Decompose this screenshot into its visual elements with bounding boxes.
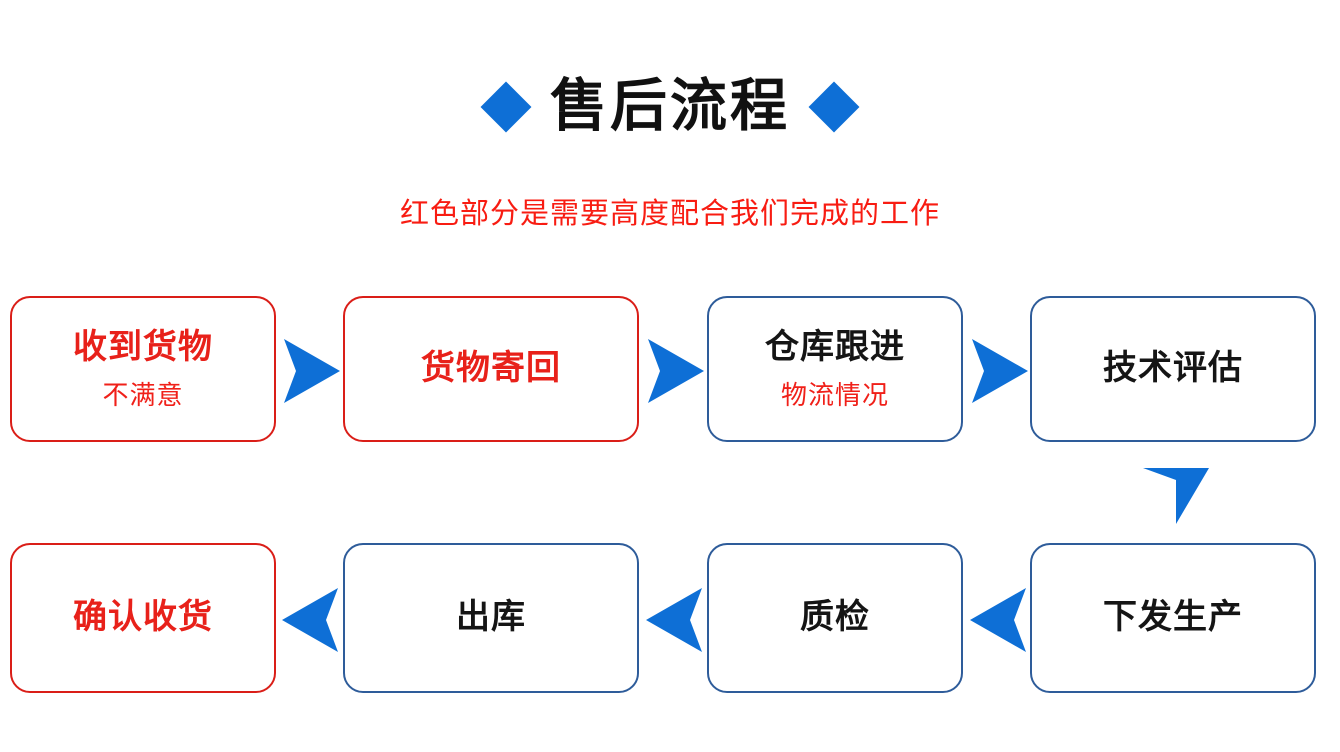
arrow-down-icon	[1143, 468, 1209, 524]
flow-step-confirm-receipt[interactable]: 确认收货	[10, 543, 276, 693]
flow-step-title: 确认收货	[73, 598, 213, 637]
flow-step-title: 仓库跟进	[765, 327, 905, 366]
diamond-icon-left	[480, 81, 532, 132]
diamond-icon-right	[808, 81, 860, 132]
flow-step-quality-inspection[interactable]: 质检	[707, 543, 963, 693]
page-subtitle: 红色部分是需要高度配合我们完成的工作	[399, 198, 940, 230]
flow-step-technical-assessment[interactable]: 技术评估	[1030, 296, 1316, 442]
flow-step-issue-production[interactable]: 下发生产	[1030, 543, 1316, 693]
arrow-left-icon	[970, 588, 1026, 652]
flow-step-title: 质检	[800, 598, 870, 637]
arrow-right-icon	[972, 339, 1028, 403]
page-title: 售后流程	[550, 74, 790, 138]
arrow-left-icon	[646, 588, 702, 652]
flow-step-receive-goods[interactable]: 收到货物 不满意	[10, 296, 276, 442]
flow-step-title: 技术评估	[1103, 349, 1243, 388]
flow-step-outbound[interactable]: 出库	[343, 543, 639, 693]
page-title-row: 售后流程	[0, 78, 1340, 135]
flow-step-title: 收到货物	[73, 327, 213, 366]
flow-step-subtitle: 不满意	[102, 379, 184, 410]
flow-step-title: 下发生产	[1103, 598, 1243, 637]
arrow-left-icon	[282, 588, 338, 652]
arrow-right-icon	[284, 339, 340, 403]
flow-step-title: 出库	[456, 598, 526, 637]
flow-step-send-back[interactable]: 货物寄回	[343, 296, 639, 442]
arrow-right-icon	[648, 339, 704, 403]
flow-step-title: 货物寄回	[421, 349, 561, 388]
flow-step-warehouse-followup[interactable]: 仓库跟进 物流情况	[707, 296, 963, 442]
flow-step-subtitle: 物流情况	[780, 379, 889, 410]
